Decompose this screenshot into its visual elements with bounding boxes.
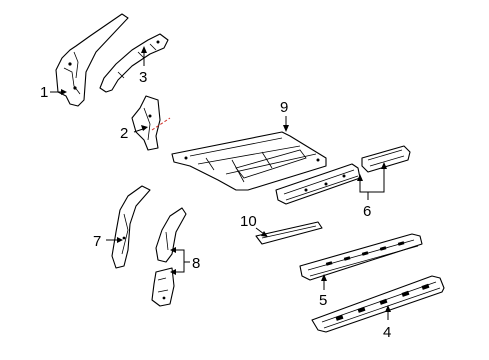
part-9-floor-pan (171, 131, 327, 191)
callout-3: 3 (139, 69, 147, 86)
part-5-rocker-inner (299, 233, 423, 281)
callout-8: 8 (192, 255, 200, 272)
part-6-bracket (361, 145, 411, 173)
part-4-rocker-outer (311, 275, 445, 333)
callout-10: 10 (240, 213, 257, 230)
callout-1: 1 (40, 84, 48, 101)
callout-5: 5 (319, 292, 327, 309)
callout-4: 4 (383, 324, 391, 341)
part-7-lock-pillar (111, 185, 151, 269)
callout-7: 7 (93, 233, 101, 250)
part-2-hinge-pillar (131, 95, 171, 151)
rocker-inner-slots (325, 241, 405, 266)
callout-2: 2 (120, 125, 128, 142)
dashed-alignment-line (151, 117, 171, 131)
callout-labels: 1 2 3 4 5 6 7 8 9 10 (40, 69, 391, 341)
part-10-sill-strip (255, 221, 323, 245)
rocker-outer-slots (335, 283, 430, 321)
part-8-center-pillar-upper (155, 207, 187, 263)
part-1-front-pillar (55, 13, 129, 107)
part-3-roof-rail (99, 33, 169, 93)
callout-9: 9 (280, 99, 288, 116)
callout-6: 6 (363, 203, 371, 220)
part-8-center-pillar-lower (151, 267, 175, 307)
leader-lines (50, 46, 391, 320)
